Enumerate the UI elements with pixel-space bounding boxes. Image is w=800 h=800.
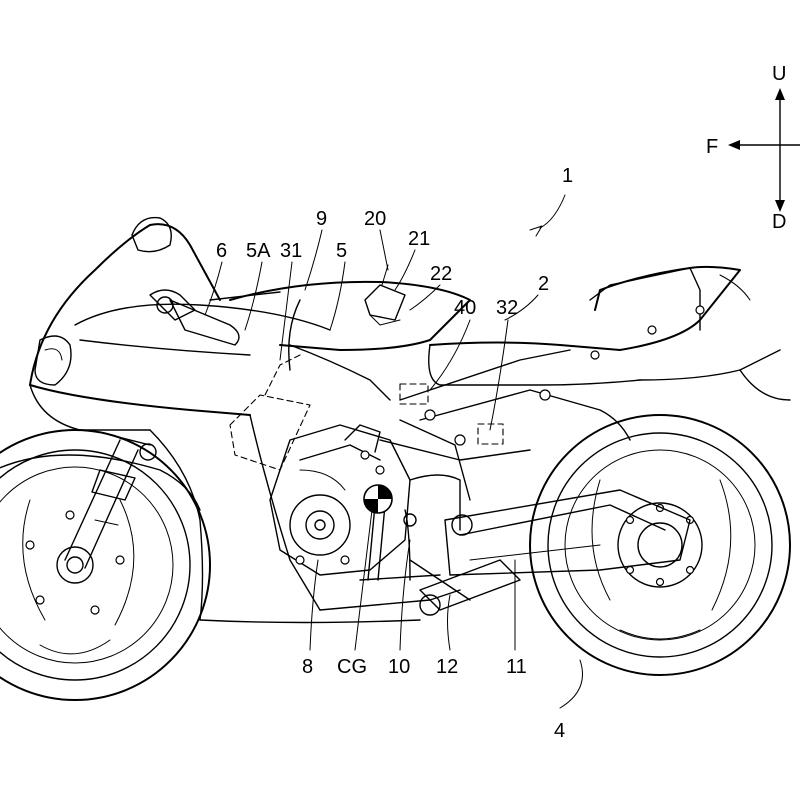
label-1: 1 <box>562 165 573 187</box>
label-21: 21 <box>408 228 430 250</box>
label-20: 20 <box>364 208 386 230</box>
front-fender <box>0 454 201 511</box>
fuel-tank <box>229 280 471 401</box>
engine <box>269 424 461 576</box>
label-22: 22 <box>430 263 452 285</box>
direction-up-label: U <box>772 63 786 85</box>
label-9: 9 <box>316 208 327 230</box>
label-2: 2 <box>538 273 549 295</box>
leader-lines <box>204 194 583 709</box>
swing-arm <box>444 489 691 576</box>
label-11: 11 <box>506 656 527 678</box>
control-unit <box>364 264 406 326</box>
hidden-components <box>229 354 504 471</box>
label-8: 8 <box>302 656 313 678</box>
label-31: 31 <box>280 240 302 262</box>
rear-wheel <box>529 414 791 676</box>
rear-shock <box>367 504 417 581</box>
direction-front-label: F <box>706 136 718 158</box>
handlebar <box>149 289 281 346</box>
suspension-link <box>409 559 521 616</box>
label-4: 4 <box>554 720 565 742</box>
label-12: 12 <box>436 656 458 678</box>
frame <box>379 349 631 501</box>
center-of-gravity-marker <box>363 484 393 514</box>
label-6: 6 <box>216 240 227 262</box>
front-fork <box>64 434 157 569</box>
label-5: 5 <box>336 240 347 262</box>
undercowl <box>319 574 461 611</box>
direction-down-label: D <box>772 211 786 233</box>
front-fairing <box>29 216 421 624</box>
seat-tail <box>428 265 791 401</box>
label-5a: 5A <box>246 240 271 262</box>
front-wheel <box>0 429 211 701</box>
label-32: 32 <box>496 297 518 319</box>
label-10: 10 <box>388 656 410 678</box>
reference-labels: 1 6 5A 31 9 5 20 21 22 40 32 2 8 CG 10 1… <box>216 165 573 742</box>
label-40: 40 <box>454 297 476 319</box>
direction-indicator: U D F <box>706 63 800 233</box>
label-cg: CG <box>337 656 367 678</box>
